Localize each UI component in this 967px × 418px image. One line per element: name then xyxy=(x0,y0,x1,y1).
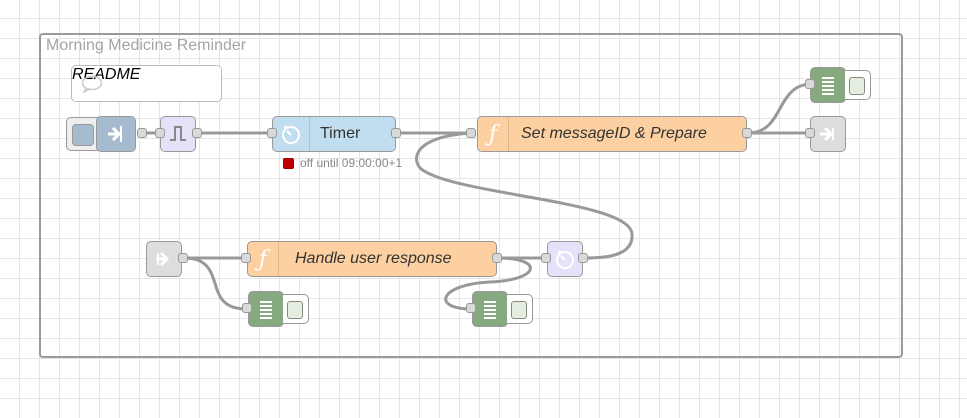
inject-node[interactable] xyxy=(96,116,136,152)
debug-toggle-2[interactable] xyxy=(283,294,309,324)
trigger-node[interactable] xyxy=(160,116,196,152)
timer-node[interactable]: Timer xyxy=(272,116,396,152)
link2-output-port[interactable] xyxy=(178,253,188,263)
debug2-input-port[interactable] xyxy=(242,303,252,313)
speech-bubble-icon xyxy=(81,75,103,93)
trigger-input-port[interactable] xyxy=(155,128,165,138)
comment-node[interactable]: README xyxy=(71,65,222,102)
function1-label: Set messageID & Prepare xyxy=(521,125,707,142)
link-out-node-1[interactable] xyxy=(810,116,846,152)
trigger-pulse-icon xyxy=(161,117,195,151)
list-lines-icon xyxy=(811,68,845,102)
group-box[interactable] xyxy=(39,33,903,358)
debug-node-3[interactable] xyxy=(472,291,508,327)
function2-input-port[interactable] xyxy=(241,253,251,263)
inject-output-port[interactable] xyxy=(137,128,147,138)
timer-status: off until 09:00:00+1 xyxy=(283,156,402,170)
list-lines-icon xyxy=(473,292,507,326)
function1-output-port[interactable] xyxy=(742,128,752,138)
wire-function1-debug1 xyxy=(747,82,813,135)
debug3-input-port[interactable] xyxy=(466,303,476,313)
inject-button-square xyxy=(72,124,94,146)
timer-label: Timer xyxy=(320,125,361,142)
trigger-output-port[interactable] xyxy=(192,128,202,138)
clock-icon xyxy=(548,242,582,276)
link1-input-port[interactable] xyxy=(805,128,815,138)
clock-icon xyxy=(273,117,310,151)
timer-status-text: off until 09:00:00+1 xyxy=(300,156,403,170)
link-arrow-icon xyxy=(147,242,181,276)
status-dot-icon xyxy=(283,157,294,169)
debug1-input-port[interactable] xyxy=(805,79,815,89)
timer-output-port[interactable] xyxy=(391,128,401,138)
wire-link2-debug2 xyxy=(183,256,247,311)
group-label: Morning Medicine Reminder xyxy=(46,37,247,54)
delay-input-port[interactable] xyxy=(541,253,551,263)
inject-button[interactable] xyxy=(66,117,100,151)
debug-toggle-1[interactable] xyxy=(845,70,871,100)
debug-node-1[interactable] xyxy=(810,67,846,103)
timer-input-port[interactable] xyxy=(267,128,277,138)
debug-toggle-3[interactable] xyxy=(507,294,533,324)
wire-function1-delay xyxy=(415,131,634,260)
function-node-handle-response[interactable]: ƒ Handle user response xyxy=(247,241,497,277)
wire-function2-debug3 xyxy=(444,256,532,311)
function-icon: ƒ xyxy=(478,117,509,151)
debug-node-2[interactable] xyxy=(248,291,284,327)
function2-output-port[interactable] xyxy=(492,253,502,263)
function-node-set-message[interactable]: ƒ Set messageID & Prepare xyxy=(477,116,747,152)
arrow-in-icon xyxy=(97,117,135,151)
function2-label: Handle user response xyxy=(295,250,452,267)
function-icon: ƒ xyxy=(248,242,279,276)
delay-output-port[interactable] xyxy=(578,253,588,263)
link-arrow-icon xyxy=(811,117,845,151)
list-lines-icon xyxy=(249,292,283,326)
comment-label: README xyxy=(72,66,141,83)
link-in-node-2[interactable] xyxy=(146,241,182,277)
function1-input-port[interactable] xyxy=(466,128,476,138)
